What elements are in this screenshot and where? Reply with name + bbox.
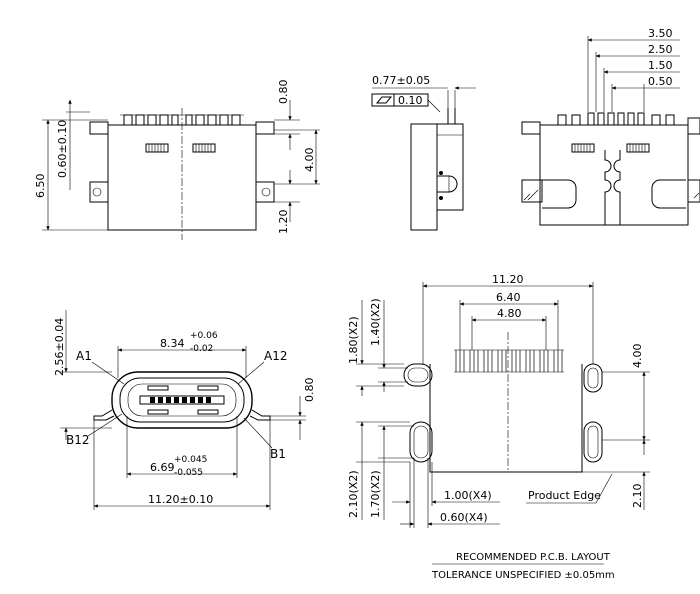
- pcb-dim-slot-h4: 1.70(X2): [369, 470, 382, 518]
- front-view-dim-inner-main: 6.69: [150, 461, 175, 474]
- pcb-product-edge-label: Product Edge: [528, 489, 601, 502]
- side-view: 0.77±0.05 0.10: [371, 74, 476, 231]
- front-view-dim-inner-minus: -0.055: [174, 468, 203, 478]
- bottom-view-dim-2: 2.50: [648, 43, 673, 56]
- pcb-dim-slot-h1: 1.80(X2): [347, 316, 360, 364]
- front-view-dim-side: 0.80: [303, 378, 316, 403]
- front-view-dim-height: 2.56±0.04: [53, 318, 66, 376]
- top-view-dim-top: 0.80: [277, 80, 290, 105]
- front-view-dim-opening-minus: -0.02: [190, 344, 213, 354]
- bottom-view-dim-4: 0.50: [648, 75, 673, 88]
- pin-label-b1: B1: [270, 447, 286, 461]
- pin-label-a1: A1: [76, 349, 92, 363]
- pcb-dim-right-top: 4.00: [631, 344, 644, 369]
- pin-label-a12: A12: [264, 349, 287, 363]
- top-view-pins: [120, 114, 244, 125]
- pcb-pads: [454, 349, 564, 373]
- front-view: 2.56±0.04 8.34 +0.06 -0.02 6.69 +0.045 -…: [53, 310, 316, 510]
- pcb-dim-right-bottom: 2.10: [631, 484, 644, 509]
- pcb-layout-title: RECOMMENDED P.C.B. LAYOUT: [456, 552, 611, 563]
- bottom-view: 3.50 2.50 1.50 0.50: [521, 27, 700, 226]
- pcb-dim-pad-w2: 0.60(X4): [440, 511, 488, 524]
- pin-label-b12: B12: [66, 433, 90, 447]
- bottom-view-dim-3: 1.50: [648, 59, 673, 72]
- top-view-dim-bottom: 1.20: [277, 210, 290, 235]
- pcb-dim-inner: 4.80: [497, 307, 522, 320]
- front-view-dim-inner-plus: +0.045: [174, 455, 207, 465]
- top-view-dim-height: 6.50: [34, 174, 47, 199]
- side-view-dim-thickness: 0.77±0.05: [372, 74, 430, 87]
- front-view-dim-width: 11.20±0.10: [148, 493, 213, 506]
- top-view: 6.50 0.60±0.10 0.80 4.00 1.20: [34, 80, 320, 240]
- top-view-dim-offset: 0.60±0.10: [56, 120, 69, 178]
- pcb-dim-slot-h2: 1.40(X2): [369, 298, 382, 346]
- pcb-layout: 11.20 6.40 4.80 1.80(X2) 1.40(X2) 2.10(X…: [347, 273, 650, 581]
- front-view-dim-opening-main: 8.34: [160, 337, 185, 350]
- bottom-view-dim-1: 3.50: [648, 27, 673, 40]
- front-view-dim-opening-plus: +0.06: [190, 331, 218, 341]
- pcb-dim-total: 11.20: [492, 273, 524, 286]
- pcb-dim-mid: 6.40: [496, 291, 521, 304]
- pcb-dim-slot-h3: 2.10(X2): [347, 470, 360, 518]
- side-view-flatness-value: 0.10: [398, 94, 423, 107]
- pcb-tolerance-note: TOLERANCE UNSPECIFIED ±0.05mm: [431, 570, 615, 581]
- top-view-dim-mid: 4.00: [303, 148, 316, 173]
- pcb-dim-pad-w1: 1.00(X4): [444, 489, 492, 502]
